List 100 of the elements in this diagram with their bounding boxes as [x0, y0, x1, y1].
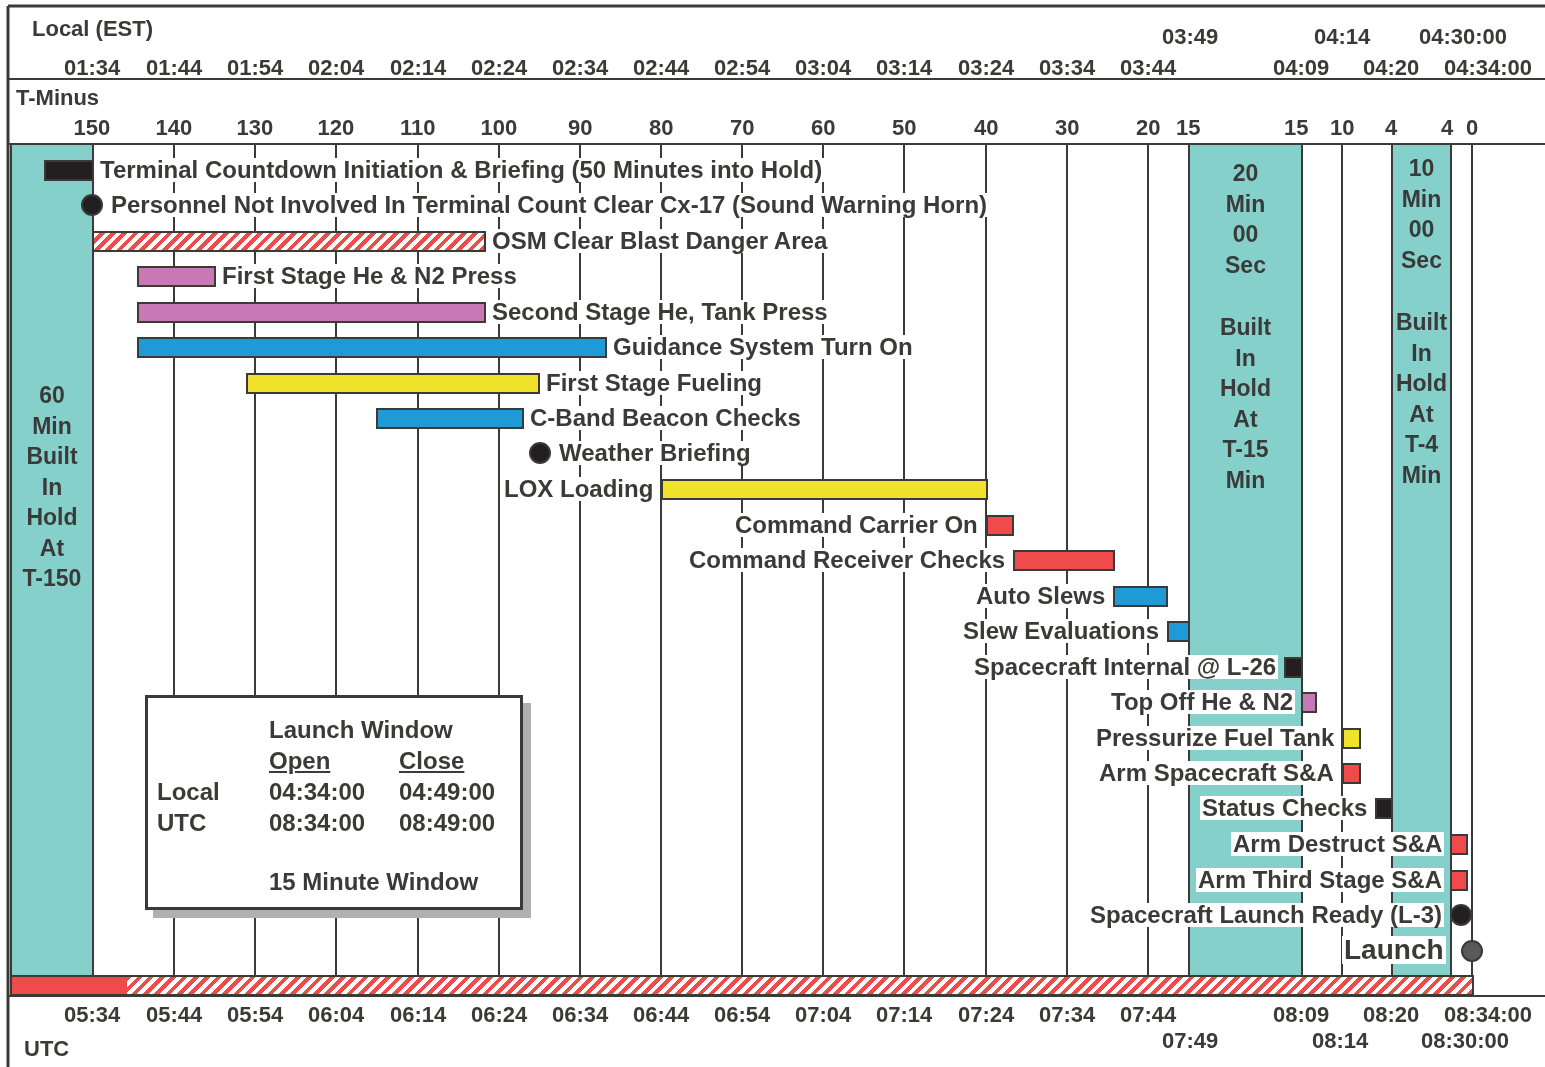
tick-label: 70 [730, 117, 755, 139]
tick-label: 4 [1441, 117, 1454, 139]
time-label: 08:20 [1363, 1004, 1420, 1026]
time-label: 05:34 [64, 1004, 121, 1026]
task-label: Arm Spacecraft S&A [1097, 761, 1336, 785]
box-title: Launch Window [269, 718, 453, 742]
time-label: 02:44 [633, 57, 690, 79]
hold-description: Built In Hold At T-15 Min [1218, 313, 1273, 495]
task-label: Slew Evaluations [961, 619, 1162, 643]
task-label: Guidance System Turn On [611, 335, 915, 359]
time-label: 07:14 [876, 1004, 933, 1026]
task-label: Spacecraft Internal @ L-26 [972, 655, 1279, 679]
task-label: C-Band Beacon Checks [528, 406, 803, 430]
tick-label: 10 [1330, 117, 1355, 139]
tick-label: 60 [811, 117, 836, 139]
time-label: 04:20 [1363, 57, 1420, 79]
time-label: 02:54 [714, 57, 771, 79]
time-label: 06:54 [714, 1004, 771, 1026]
time-label: 06:04 [308, 1004, 365, 1026]
time-label: 06:24 [471, 1004, 528, 1026]
tick-label: 100 [480, 117, 518, 139]
hold-description: Built In Hold At T-4 Min [1394, 308, 1449, 490]
time-label: 04:14 [1314, 26, 1371, 48]
tick-label: 90 [568, 117, 593, 139]
tick-label: 120 [317, 117, 355, 139]
tick-label: 50 [892, 117, 917, 139]
time-label: 01:34 [64, 57, 121, 79]
task-label: Terminal Countdown Initiation & Briefing (50 Minutes into Hold) [98, 158, 825, 182]
time-label: 02:34 [552, 57, 609, 79]
time-label: 03:24 [958, 57, 1015, 79]
time-label: 02:24 [471, 57, 528, 79]
time-label: 07:24 [958, 1004, 1015, 1026]
tick-label: 130 [236, 117, 274, 139]
time-label: 08:34:00 [1444, 1004, 1533, 1026]
tick-label: 80 [649, 117, 674, 139]
time-label: 06:44 [633, 1004, 690, 1026]
tick-label: 0 [1466, 117, 1479, 139]
task-label: First Stage He & N2 Press [220, 264, 519, 288]
time-label: 05:44 [146, 1004, 203, 1026]
window-note: 15 Minute Window [269, 870, 479, 894]
table-cell: 08:49:00 [399, 811, 496, 835]
time-label: 06:14 [390, 1004, 447, 1026]
time-label: 08:30:00 [1421, 1030, 1510, 1052]
hold-duration: 20 Min 00 Sec [1224, 159, 1267, 280]
task-label: Auto Slews [974, 584, 1108, 608]
time-label: 06:34 [552, 1004, 609, 1026]
time-label: 03:14 [876, 57, 933, 79]
column-heading: Close [399, 749, 465, 773]
tick-label: 110 [400, 117, 436, 139]
tick-label: 140 [155, 117, 193, 139]
time-label: 04:34:00 [1444, 57, 1533, 79]
time-label: 05:54 [227, 1004, 284, 1026]
time-label: 04:09 [1273, 57, 1330, 79]
task-label: Personnel Not Involved In Terminal Count Clear Cx-17 (Sound Warning Horn) [109, 193, 990, 217]
table-cell: 04:34:00 [269, 780, 366, 804]
task-label: Spacecraft Launch Ready (L-3) [1088, 903, 1445, 927]
axis-title: T-Minus [16, 87, 100, 109]
task-label: Weather Briefing [557, 441, 753, 465]
task-label: Arm Third Stage S&A [1196, 868, 1445, 892]
launch-label: Launch [1342, 936, 1446, 964]
time-label: 07:44 [1120, 1004, 1177, 1026]
task-label: Command Carrier On [733, 513, 980, 537]
hold-band [10, 145, 94, 975]
task-label: Command Receiver Checks [687, 548, 1008, 572]
time-label: 07:34 [1039, 1004, 1096, 1026]
row-heading: UTC [157, 811, 207, 835]
tick-label: 30 [1055, 117, 1080, 139]
task-label: Top Off He & N2 [1109, 690, 1296, 714]
time-label: 03:49 [1162, 26, 1219, 48]
hold-description: 60 Min Built In Hold At T-150 [21, 381, 83, 593]
tick-label: 4 [1385, 117, 1398, 139]
task-label: Pressurize Fuel Tank [1094, 726, 1337, 750]
table-cell: 04:49:00 [399, 780, 496, 804]
tick-label: 15 [1284, 117, 1309, 139]
time-label: 01:54 [227, 57, 284, 79]
tick-label: 15 [1176, 117, 1201, 139]
task-label: Arm Destruct S&A [1231, 832, 1445, 856]
time-label: 04:30:00 [1419, 26, 1508, 48]
time-label: 08:09 [1273, 1004, 1330, 1026]
hold-duration: 10 Min 00 Sec [1400, 154, 1443, 275]
table-cell: 08:34:00 [269, 811, 366, 835]
tick-label: 20 [1136, 117, 1161, 139]
time-label: 02:14 [390, 57, 447, 79]
row-heading: Local [157, 780, 220, 804]
axis-title: UTC [24, 1038, 70, 1060]
time-label: 01:44 [146, 57, 203, 79]
task-label: OSM Clear Blast Danger Area [490, 229, 830, 253]
time-label: 03:44 [1120, 57, 1177, 79]
column-heading: Open [269, 749, 331, 773]
task-label: Status Checks [1200, 796, 1370, 820]
tick-label: 40 [974, 117, 999, 139]
time-label: 07:04 [795, 1004, 852, 1026]
time-label: 02:04 [308, 57, 365, 79]
time-label: 03:34 [1039, 57, 1096, 79]
tick-label: 150 [73, 117, 111, 139]
time-label: 08:14 [1312, 1030, 1369, 1052]
time-label: 07:49 [1162, 1030, 1219, 1052]
task-label: Second Stage He, Tank Press [490, 300, 830, 324]
axis-title: Local (EST) [32, 18, 153, 40]
time-label: 03:04 [795, 57, 852, 79]
